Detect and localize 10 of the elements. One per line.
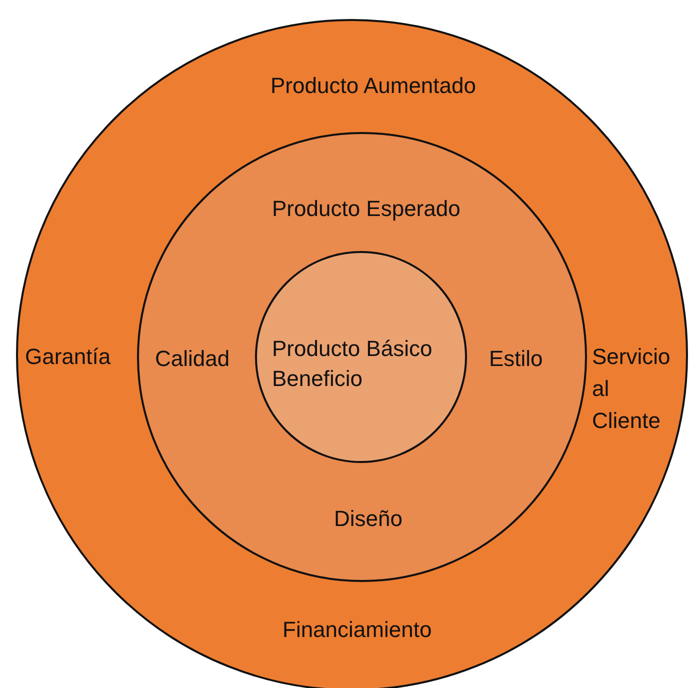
layer-label: Garantía [25, 343, 111, 371]
layer-label: Estilo [489, 345, 543, 373]
layer-label: Producto Básico [272, 335, 432, 363]
layer-label: Calidad [155, 345, 230, 373]
layer-label: Diseño [334, 505, 402, 533]
layer-label: Servicio al Cliente [592, 343, 672, 435]
layer-label: Financiamiento [282, 616, 432, 644]
layer-label: Producto Esperado [272, 195, 460, 223]
layer-label: Beneficio [272, 365, 363, 393]
layer-label: Producto Aumentado [270, 72, 476, 100]
